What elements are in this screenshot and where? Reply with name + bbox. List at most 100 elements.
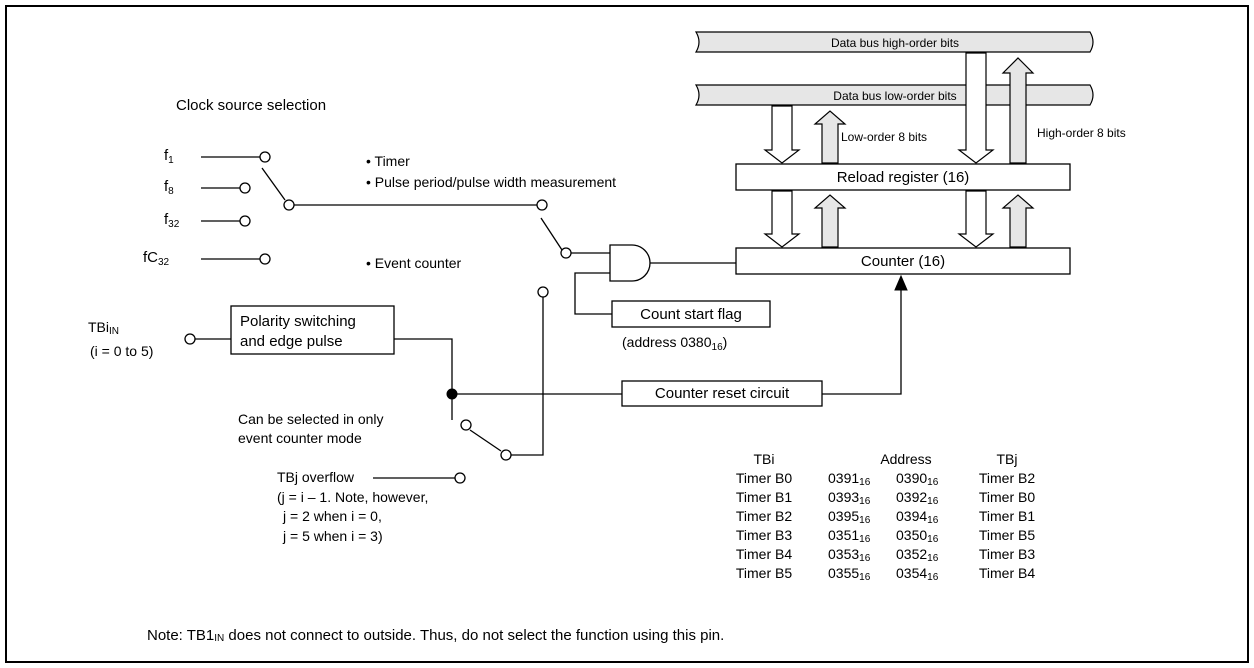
reload-to-counter-high-arrow — [957, 190, 995, 248]
data-bus-high — [694, 31, 1094, 53]
mode-event-label: • Event counter — [366, 255, 462, 271]
f32-terminal — [239, 215, 251, 227]
data-bus-low — [694, 84, 1094, 106]
tbj-note-3: j = 5 when i = 3) — [282, 528, 383, 544]
low-bus-up-arrow — [813, 110, 847, 164]
table-cell-tbj: Timer B5 — [979, 527, 1035, 543]
and-gate — [609, 244, 651, 282]
clock-selector-pivot — [283, 199, 295, 211]
clock-f32-label: f32 — [164, 211, 180, 230]
table-cell-tbi: Timer B3 — [736, 527, 792, 543]
tbin-range-label: (i = 0 to 5) — [90, 343, 153, 359]
table-cell-tbj: Timer B2 — [979, 470, 1035, 486]
table-row: Timer B4 035316 035216 Timer B3 — [736, 546, 1035, 564]
table-row: Timer B1 039316 039216 Timer B0 — [736, 489, 1035, 507]
table-cell-address-high: 035116 — [828, 527, 871, 545]
table-cell-address-high: 039516 — [828, 508, 871, 526]
table-cell-tbi: Timer B0 — [736, 470, 792, 486]
clock-f8-label: f8 — [164, 178, 174, 197]
clock-source-heading: Clock source selection — [176, 97, 326, 114]
high-order-bits-label: High-order 8 bits — [1037, 126, 1126, 140]
table-cell-tbi: Timer B5 — [736, 565, 792, 581]
count-start-flag-box — [611, 300, 771, 328]
table-row: Timer B2 039516 039416 Timer B1 — [736, 508, 1035, 526]
count-start-flag-label: Count start flag — [640, 306, 742, 323]
f8-terminal — [239, 182, 251, 194]
tbin-label: TBiIN — [88, 319, 119, 337]
table-cell-address-high: 039316 — [828, 489, 871, 507]
low-order-bits-label: Low-order 8 bits — [841, 130, 927, 144]
data-bus-high-label: Data bus high-order bits — [831, 36, 959, 50]
reset-arrowhead — [894, 274, 908, 291]
reset-to-counter-wire — [822, 288, 902, 395]
select-note-line1: Can be selected in only — [238, 411, 384, 427]
counter-label: Counter (16) — [861, 253, 945, 270]
low-bus-down-arrow — [763, 105, 801, 164]
table-row: Timer B3 035116 035016 Timer B5 — [736, 527, 1035, 545]
footer-note: Note: TB1IN does not connect to outside.… — [147, 627, 724, 644]
tbj-overflow-label: TBj overflow — [277, 469, 355, 485]
clock-f1-label: f1 — [164, 147, 174, 166]
mode-selector-pivot — [560, 247, 572, 259]
reload-register-box — [735, 163, 1071, 191]
table-header-address: Address — [880, 451, 931, 467]
table-cell-tbj: Timer B4 — [979, 565, 1035, 581]
event-mode-terminal — [537, 286, 549, 298]
count-start-flag-address: (address 038016) — [622, 334, 727, 353]
timer-mode-terminal — [536, 199, 548, 211]
table-row: Timer B5 035516 035416 Timer B4 — [736, 565, 1035, 583]
counter-to-reload-high-arrow — [1001, 194, 1035, 248]
table-cell-tbj: Timer B3 — [979, 546, 1035, 562]
tbin-terminal — [184, 333, 196, 345]
table-header-tbj: TBj — [997, 451, 1018, 467]
gate-to-start-flag-wire — [574, 272, 612, 315]
select-pivot — [500, 449, 512, 461]
data-bus-low-label: Data bus low-order bits — [833, 89, 956, 103]
table-cell-tbi: Timer B2 — [736, 508, 792, 524]
mode-selector-lever — [540, 217, 563, 251]
table-cell-address-high: 039116 — [828, 470, 871, 488]
tbj-overflow-terminal — [454, 472, 466, 484]
select-out-wire — [511, 297, 544, 456]
table-cell-address-low: 035416 — [896, 565, 939, 583]
table-cell-address-low: 039216 — [896, 489, 939, 507]
table-cell-address-low: 039416 — [896, 508, 939, 526]
counter-to-reload-low-arrow — [813, 194, 847, 248]
mode-pulse-label: • Pulse period/pulse width measurement — [366, 174, 616, 190]
table-cell-tbj: Timer B1 — [979, 508, 1035, 524]
tbj-note-1: (j = i – 1. Note, however, — [277, 489, 428, 505]
table-cell-address-low: 035216 — [896, 546, 939, 564]
diagram-border — [5, 5, 1249, 663]
table-cell-address-high: 035516 — [828, 565, 871, 583]
counter-reset-label: Counter reset circuit — [655, 385, 790, 402]
table-header-tbi: TBi — [754, 451, 775, 467]
table-cell-address-low: 039016 — [896, 470, 939, 488]
polarity-out-wire — [394, 338, 453, 394]
table-cell-tbj: Timer B0 — [979, 489, 1035, 505]
clock-selector-lever — [261, 167, 286, 201]
polarity-line1: Polarity switching — [240, 313, 356, 330]
reload-to-counter-low-arrow — [763, 190, 801, 248]
table-row: Timer B0 039116 039016 Timer B2 — [736, 470, 1035, 488]
high-bus-down-arrow — [957, 52, 995, 164]
f1-terminal — [259, 151, 271, 163]
counter-box — [735, 247, 1071, 275]
high-bus-up-arrow — [1001, 57, 1035, 164]
polarity-line2: and edge pulse — [240, 333, 343, 350]
tbj-note-2: j = 2 when i = 0, — [282, 508, 382, 524]
mode-timer-label: • Timer — [366, 153, 410, 169]
table-cell-tbi: Timer B4 — [736, 546, 792, 562]
select-note-line2: event counter mode — [238, 430, 362, 446]
polarity-switching-box — [230, 305, 395, 355]
table-cell-address-low: 035016 — [896, 527, 939, 545]
table-cell-address-high: 035316 — [828, 546, 871, 564]
fc32-terminal — [259, 253, 271, 265]
reload-register-label: Reload register (16) — [837, 169, 970, 186]
select-upper-terminal — [460, 419, 472, 431]
table-cell-tbi: Timer B1 — [736, 489, 792, 505]
select-lever — [469, 429, 502, 452]
